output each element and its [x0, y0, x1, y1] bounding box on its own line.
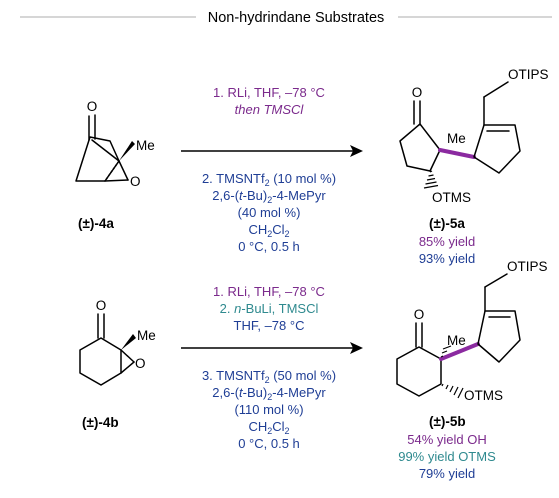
scheme-title: Non-hydrindane Substrates: [208, 10, 385, 26]
product-5b-structure: [396, 273, 521, 399]
product-5a-otms-label: OTMS: [432, 190, 471, 205]
reaction-b-step2-line1: 2. n-BuLi, TMSCl: [220, 301, 319, 316]
product-5a-otips-label: OTIPS: [508, 67, 549, 82]
product-5b-oxygen-carbonyl: O: [414, 307, 425, 322]
substrate-4b-methyl-label: Me: [137, 328, 156, 343]
reaction-a-loading: (40 mol %): [238, 205, 301, 220]
product-5b-yield-3: 79% yield: [419, 466, 475, 481]
substrate-4b-oxygen-carbonyl: O: [96, 298, 107, 313]
product-5a-oxygen-carbonyl: O: [412, 85, 423, 100]
substrate-4a-oxygen-epoxide: O: [130, 174, 141, 189]
reaction-a-reagent-base: 2,6-(t-Bu)2-4-MePyr: [212, 188, 326, 205]
reaction-b-solvent: CH2Cl2: [248, 419, 289, 436]
reaction-b-step2-line2: THF, –78 °C: [234, 318, 305, 333]
reaction-b-step1: 1. RLi, THF, –78 °C: [213, 284, 325, 299]
substrate-4a-methyl-label: Me: [136, 138, 155, 153]
reaction-b-loading: (110 mol %): [234, 402, 303, 417]
product-5b-yield-1: 54% yield OH: [407, 432, 486, 447]
product-5a-label: (±)-5a: [429, 216, 465, 231]
product-5b-yield-2: 99% yield OTMS: [398, 449, 496, 464]
substrate-4a-oxygen-carbonyl: O: [87, 99, 98, 114]
reaction-a-temperature-time: 0 °C, 0.5 h: [238, 239, 300, 254]
reaction-a-step2-line1: 2. TMSNTf2 (10 mol %): [202, 171, 336, 188]
substrate-4b-structure: [79, 313, 136, 386]
product-5a-structure: [399, 81, 521, 189]
product-5b-otms-label: OTMS: [464, 388, 503, 403]
substrate-4b-oxygen-epoxide: O: [135, 356, 146, 371]
reaction-a-step1-line1: 1. RLi, THF, –78 °C: [213, 85, 325, 100]
reaction-a-arrow: [181, 145, 363, 157]
product-5b-label: (±)-5b: [429, 414, 466, 429]
product-5b-methyl-label: Me: [447, 333, 466, 348]
reaction-b-arrow: [181, 342, 363, 354]
reaction-a-solvent: CH2Cl2: [248, 222, 289, 239]
reaction-b-step3-line1: 3. TMSNTf2 (50 mol %): [202, 368, 336, 385]
reaction-b-temperature-time: 0 °C, 0.5 h: [238, 436, 300, 451]
reaction-b-reagent-base: 2,6-(t-Bu)2-4-MePyr: [212, 385, 326, 402]
product-5a-yield-2: 93% yield: [419, 251, 475, 266]
reaction-a-step1-line2: then TMSCl: [235, 102, 305, 117]
product-5b-otips-label: OTIPS: [507, 259, 548, 274]
substrate-4a-label: (±)-4a: [78, 216, 114, 231]
product-5a-yield-1: 85% yield: [419, 234, 475, 249]
substrate-4a-structure: [75, 114, 135, 182]
substrate-4b-label: (±)-4b: [82, 415, 119, 430]
product-5a-methyl-label: Me: [447, 131, 466, 146]
